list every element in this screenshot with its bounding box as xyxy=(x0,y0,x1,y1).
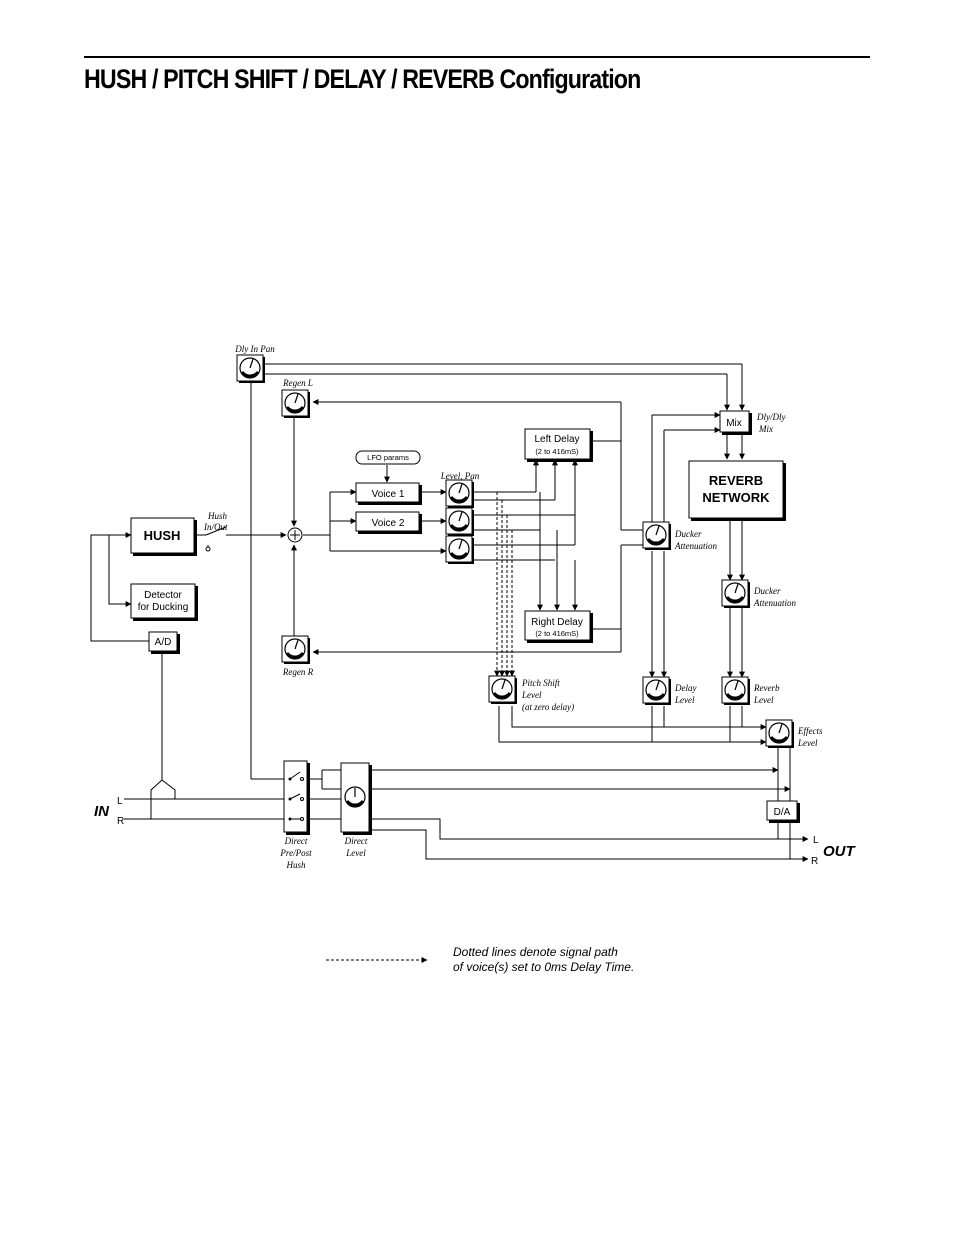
reverb-level-knob: Reverb Level xyxy=(720,675,780,707)
reverb-network-block: REVERB NETWORK xyxy=(688,460,786,521)
in-l-label: L xyxy=(117,796,123,807)
voice-2-block: Voice 2 xyxy=(355,511,422,534)
voice-1-block: Voice 1 xyxy=(355,482,422,505)
regen-r-label: Regen R xyxy=(282,667,314,677)
dly-in-pan-knob: Dly In Pan xyxy=(234,344,275,385)
out-label: OUT xyxy=(823,843,857,860)
reverb-label-1: REVERB xyxy=(709,473,763,488)
ducker-att-label-1a: Ducker xyxy=(674,529,702,539)
voice-2-label: Voice 2 xyxy=(372,518,405,529)
reverb-level-label-2: Level xyxy=(753,695,774,705)
pitch-shift-label-1: Pitch Shift xyxy=(521,678,560,688)
pitch-shift-level-knob: Pitch Shift Level (at zero delay) xyxy=(487,674,574,712)
out-l-label: L xyxy=(813,835,819,846)
hush-in-out-label-2: In/Out xyxy=(203,522,228,532)
level-pan-knob-2 xyxy=(444,506,476,538)
page-title: HUSH / PITCH SHIFT / DELAY / REVERB Conf… xyxy=(84,64,641,94)
reverb-label-2: NETWORK xyxy=(702,490,770,505)
direct-level-control: Direct Level xyxy=(340,762,372,858)
pitch-shift-label-3: (at zero delay) xyxy=(522,702,574,712)
in-label: IN xyxy=(94,803,110,820)
hush-in-out-label-1: Hush xyxy=(207,511,228,521)
hush-label: HUSH xyxy=(144,528,181,543)
dly-dly-mix-label-1: Dly/Dly xyxy=(756,412,786,422)
ducker-attenuation-knob-1: Ducker Attenuation xyxy=(641,520,717,552)
left-delay-range: (2 to 416mS) xyxy=(535,447,579,456)
in-r-label: R xyxy=(117,816,124,827)
ducker-attenuation-knob-2: Ducker Attenuation xyxy=(720,578,796,610)
delay-level-label-2: Level xyxy=(674,695,695,705)
delay-level-knob: Delay Level xyxy=(641,675,697,707)
direct-switch-label-1: Direct xyxy=(284,836,308,846)
delay-level-label-1: Delay xyxy=(674,683,697,693)
out-r-label: R xyxy=(811,856,818,867)
right-delay-range: (2 to 416mS) xyxy=(535,629,579,638)
detector-label-2: for Ducking xyxy=(138,602,189,613)
summing-node xyxy=(287,527,303,543)
effects-level-label-1: Effects xyxy=(797,726,823,736)
lfo-params: LFO params xyxy=(355,450,421,465)
reverb-level-label-1: Reverb xyxy=(753,683,780,693)
hush-switch: Hush In/Out xyxy=(203,511,228,552)
detector-block: Detector for Ducking xyxy=(130,583,198,621)
dly-in-pan-label: Dly In Pan xyxy=(234,344,275,354)
ducker-att-label-1b: Attenuation xyxy=(674,541,717,551)
legend: Dotted lines denote signal path of voice… xyxy=(453,945,634,974)
regen-r-knob: Regen R xyxy=(280,634,314,677)
legend-line-1: Dotted lines denote signal path xyxy=(453,945,618,959)
ad-converter: A/D xyxy=(148,631,180,654)
ad-label: A/D xyxy=(155,637,172,648)
pitch-shift-label-2: Level xyxy=(521,690,542,700)
mix-label: Mix xyxy=(726,418,742,429)
direct-switch-label-2: Pre/Post xyxy=(279,848,312,858)
effects-level-knob: Effects Level xyxy=(764,718,823,750)
left-delay-label: Left Delay xyxy=(534,434,579,445)
lfo-label: LFO params xyxy=(367,453,409,462)
voice-1-label: Voice 1 xyxy=(372,489,405,500)
ducker-att-label-2a: Ducker xyxy=(753,586,781,596)
regen-l-knob: Regen L xyxy=(280,378,313,420)
top-rule xyxy=(84,56,870,58)
legend-line-2: of voice(s) set to 0ms Delay Time. xyxy=(453,960,634,974)
direct-level-label-1: Direct xyxy=(344,836,368,846)
regen-l-label: Regen L xyxy=(282,378,313,388)
signal-wires xyxy=(90,363,809,963)
direct-switch-label-3: Hush xyxy=(285,860,306,870)
ducker-att-label-2b: Attenuation xyxy=(753,598,796,608)
right-delay-label: Right Delay xyxy=(531,617,583,628)
input-labels: IN L R xyxy=(94,796,124,827)
output-labels: L R OUT xyxy=(811,835,857,867)
da-label: D/A xyxy=(774,807,791,818)
level-pan-knob-1 xyxy=(444,478,476,510)
direct-level-label-2: Level xyxy=(345,848,366,858)
effects-level-label-2: Level xyxy=(797,738,818,748)
mix-block: Mix Dly/Dly Mix xyxy=(719,410,786,435)
level-pan-label: Level, Pan xyxy=(440,471,480,481)
hush-block: HUSH xyxy=(130,517,197,556)
dly-dly-mix-label-2: Mix xyxy=(758,424,773,434)
level-pan-knob-3: Level, Pan xyxy=(440,471,480,566)
right-delay-block: Right Delay (2 to 416mS) xyxy=(524,610,593,643)
direct-pre-post-switch: Direct Pre/Post Hush xyxy=(279,760,312,870)
detector-label-1: Detector xyxy=(144,590,182,601)
left-delay-block: Left Delay (2 to 416mS) xyxy=(524,428,593,462)
da-converter: D/A xyxy=(766,800,800,823)
